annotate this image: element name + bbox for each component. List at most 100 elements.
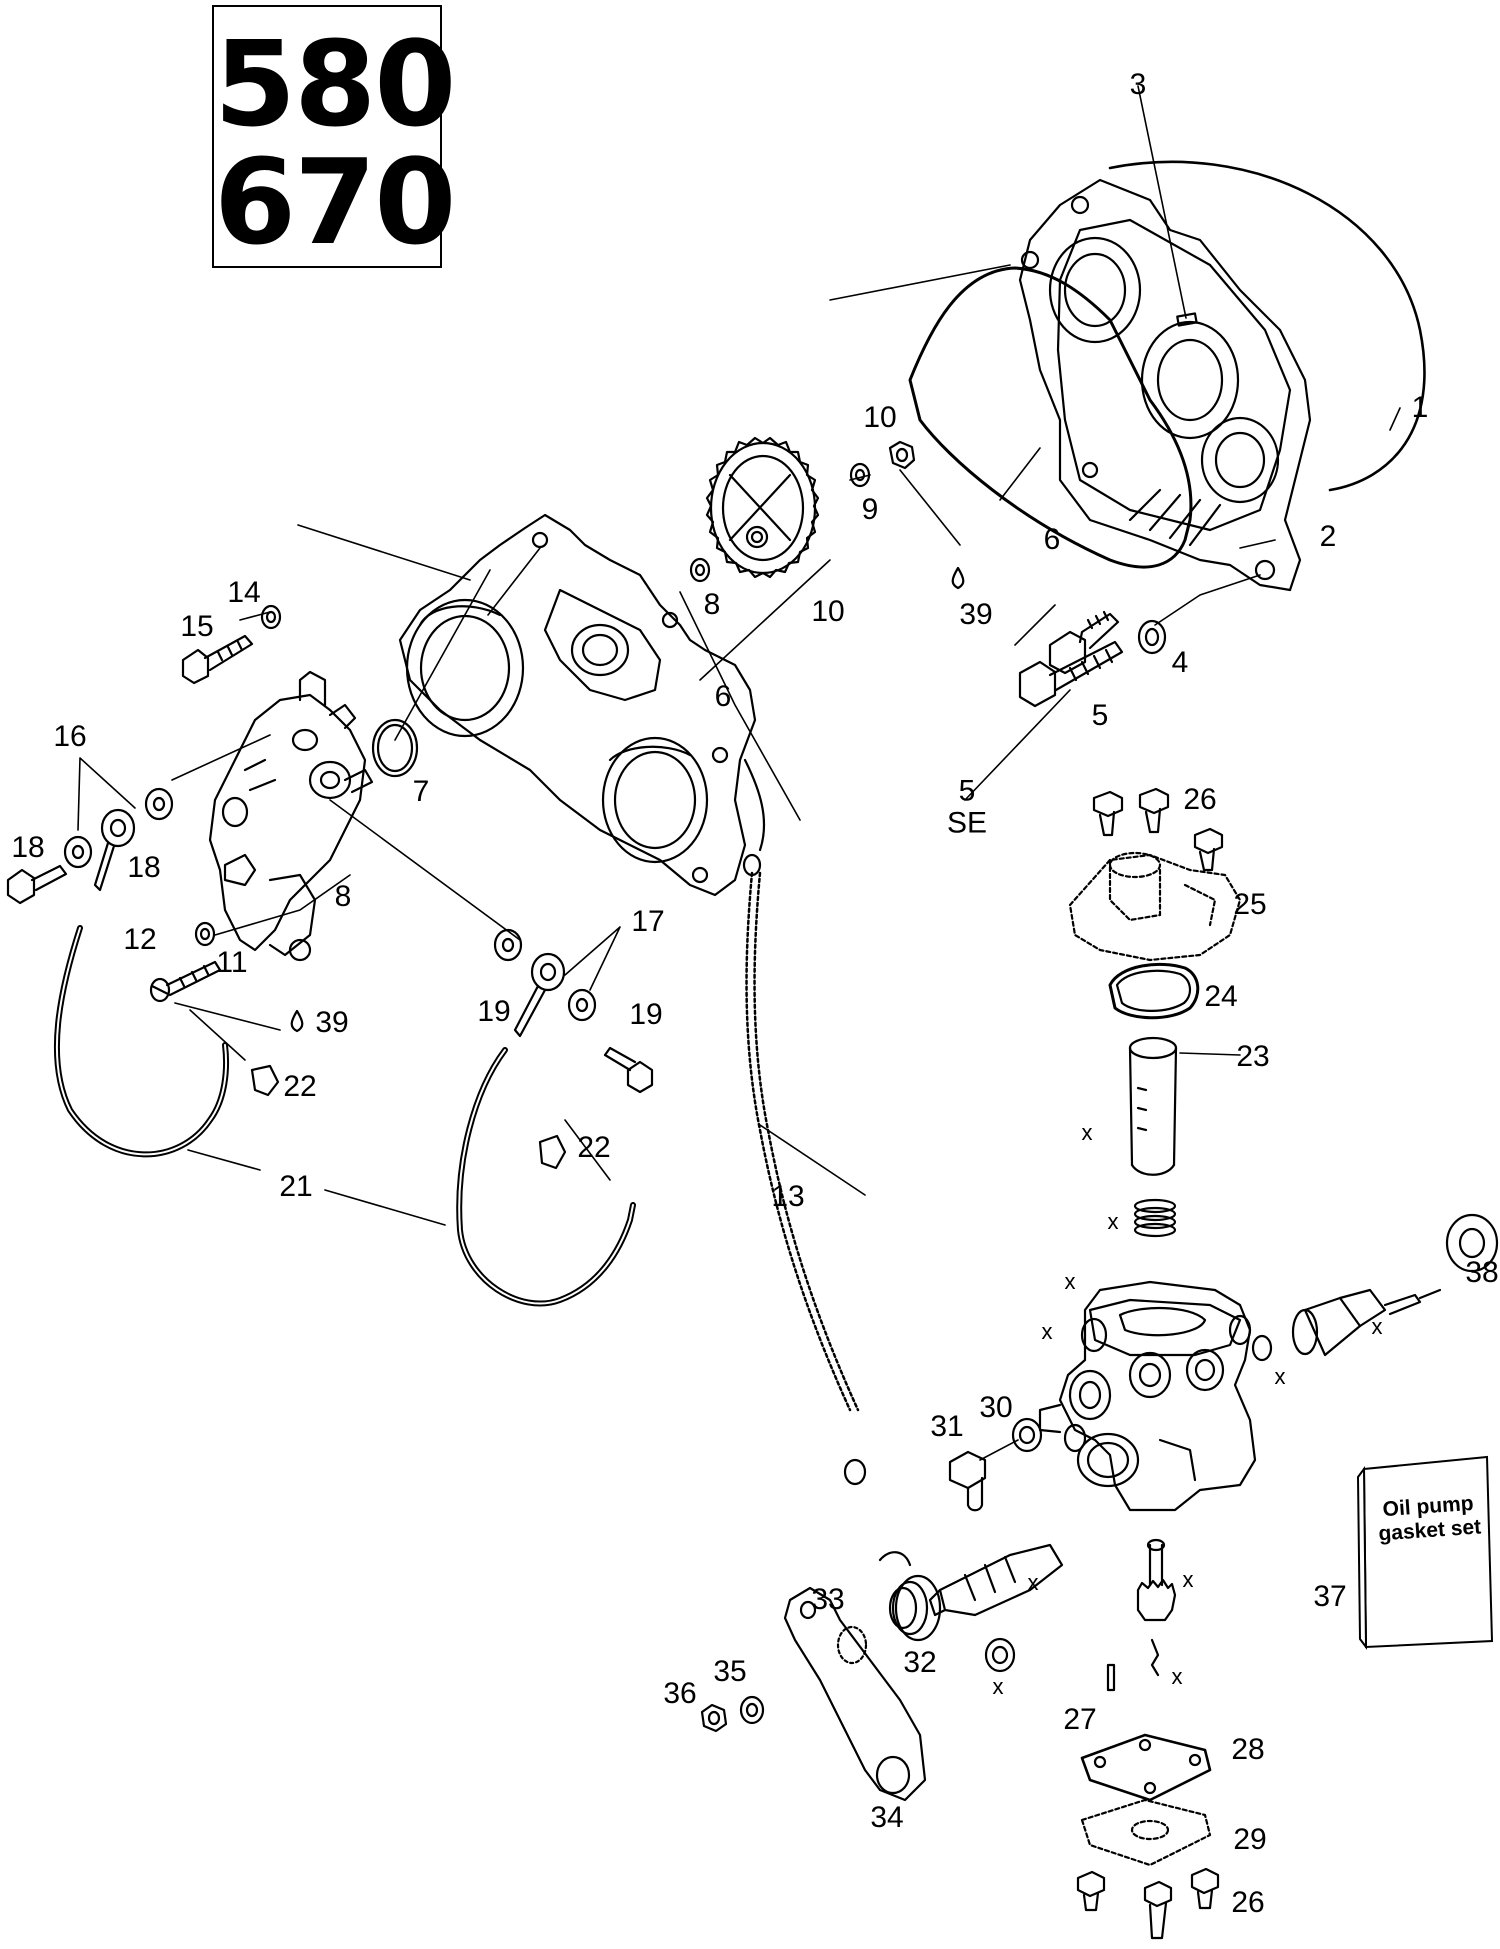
washer-part-13 [194, 921, 216, 947]
banjo-bolt-part-20 [6, 864, 654, 1094]
callout-2: 2 [1319, 520, 1337, 553]
x-mark: x [992, 1674, 1004, 1699]
piston-assembly-x [928, 1543, 1064, 1617]
drive-shaft-x [1136, 1538, 1177, 1622]
callout-10-left: 8 [703, 588, 721, 621]
washer-part-16 [260, 604, 282, 630]
callout-38: 37 [1313, 1580, 1347, 1613]
callout-22-right: 22 [577, 1131, 611, 1164]
cover-part-29 [1080, 1798, 1212, 1867]
callout-28: 28 [1231, 1733, 1265, 1766]
x-mark: x [1064, 1269, 1076, 1294]
callout-22-left: 22 [283, 1070, 317, 1103]
leader-lines [77, 85, 1401, 1461]
callout-26-top: 26 [1183, 783, 1217, 816]
callout-19-right: 19 [477, 995, 511, 1028]
screw-part-26-bottom [1076, 1867, 1220, 1940]
callout-35: 35 [713, 1655, 747, 1688]
pump-body-right [1038, 1280, 1257, 1512]
gasket-kit-card [1356, 1455, 1494, 1651]
oil-pump-part-9 [208, 670, 374, 962]
plug-part-31 [948, 1450, 987, 1512]
callout-34: 34 [870, 1801, 904, 1834]
x-mark: x [1274, 1364, 1286, 1389]
callout-10-right: 9 [861, 493, 879, 526]
spring-part-32 [878, 1551, 942, 1642]
screw-part-5 [1018, 610, 1124, 708]
washer-part-33 [836, 1625, 868, 1665]
callout-25: 25 [1233, 888, 1267, 921]
gasket-part-24 [1108, 962, 1200, 1020]
callout-15: 13 [771, 1180, 805, 1213]
oil-line-part-21 [53, 925, 636, 1307]
callout-18-left: 16 [53, 720, 87, 753]
nut-part-36 [700, 1703, 728, 1733]
callout-26-bottom: 26 [1231, 1886, 1265, 1919]
gasket-part-28 [1080, 1733, 1212, 1802]
callout-39-bottom: 39 [315, 1006, 349, 1039]
cable-part-15 [742, 853, 867, 1486]
callout-13: 11 [216, 946, 248, 979]
callout-17: 15 [180, 610, 214, 643]
callout-31: 31 [930, 1410, 964, 1443]
gasket-kit-label: Oil pump gasket set [1377, 1491, 1482, 1546]
o-ring-part-8 [371, 718, 419, 778]
seal-x [984, 1637, 1016, 1673]
callout-16: 14 [227, 576, 261, 609]
callout-9: 8 [334, 880, 352, 913]
washer-part-18 [63, 787, 597, 1022]
callout-12: 10 [863, 401, 897, 434]
x-mark: x [1371, 1314, 1383, 1339]
sleeve-part-23 [1128, 1036, 1178, 1176]
plunger-part-37-assembly [1251, 1213, 1499, 1362]
callout-30: 30 [979, 1391, 1013, 1424]
callout-3: 3 [1129, 68, 1147, 101]
drop-icon-39 [290, 566, 965, 1033]
callout-39-top: 39 [959, 598, 993, 631]
callout-7: 6 [714, 680, 732, 713]
x-mark: x [1081, 1120, 1093, 1145]
callout-24: 24 [1204, 980, 1238, 1013]
spring-x-1 [1133, 1198, 1177, 1238]
cover-part-25 [1068, 851, 1242, 962]
callout-21: 21 [279, 1170, 313, 1203]
callout-11: 10 [811, 595, 845, 628]
washer-part-35 [739, 1695, 765, 1725]
washer-part-10 [689, 462, 871, 583]
callout-4: 4 [1171, 646, 1189, 679]
gasket-part-6 [908, 266, 1193, 569]
callout-27: 27 [1063, 1703, 1097, 1736]
bolt-part-17 [181, 634, 254, 685]
callout-37: 38 [1465, 1256, 1499, 1289]
x-mark: x [1027, 1570, 1039, 1595]
callout-14: 12 [123, 923, 157, 956]
rotary-valve-cover-part-1 [1108, 160, 1426, 492]
washer-part-4 [1137, 619, 1167, 655]
callout-5: 5 [1091, 699, 1109, 732]
callout-23: 23 [1236, 1040, 1270, 1073]
x-mark: x [1171, 1664, 1183, 1689]
pin-part-27 [1106, 1638, 1160, 1692]
callout-8: 7 [412, 775, 430, 808]
drive-gear-part-11 [705, 436, 820, 579]
callout-19-left: 18 [127, 851, 161, 884]
screw-part-14 [149, 960, 222, 1003]
clamp-part-22 [250, 1064, 567, 1170]
x-mark: x [1107, 1209, 1119, 1234]
screw-part-26-top [1092, 787, 1224, 872]
callout-20-left: 18 [11, 831, 45, 864]
callout-36: 36 [663, 1677, 697, 1710]
washer-part-30 [1011, 1417, 1043, 1453]
model-number-box: 580 670 [212, 5, 456, 268]
callout-5-se: 5 SE [946, 774, 988, 839]
x-mark: x [1041, 1319, 1053, 1344]
callout-1: 1 [1411, 391, 1429, 424]
callout-29: 29 [1233, 1823, 1267, 1856]
lever-part-34 [783, 1586, 927, 1802]
callout-20-right: 19 [629, 998, 663, 1031]
banjo-fitting-part-19 [93, 808, 566, 1038]
x-mark: x [1182, 1567, 1194, 1592]
callout-6: 6 [1043, 523, 1061, 556]
